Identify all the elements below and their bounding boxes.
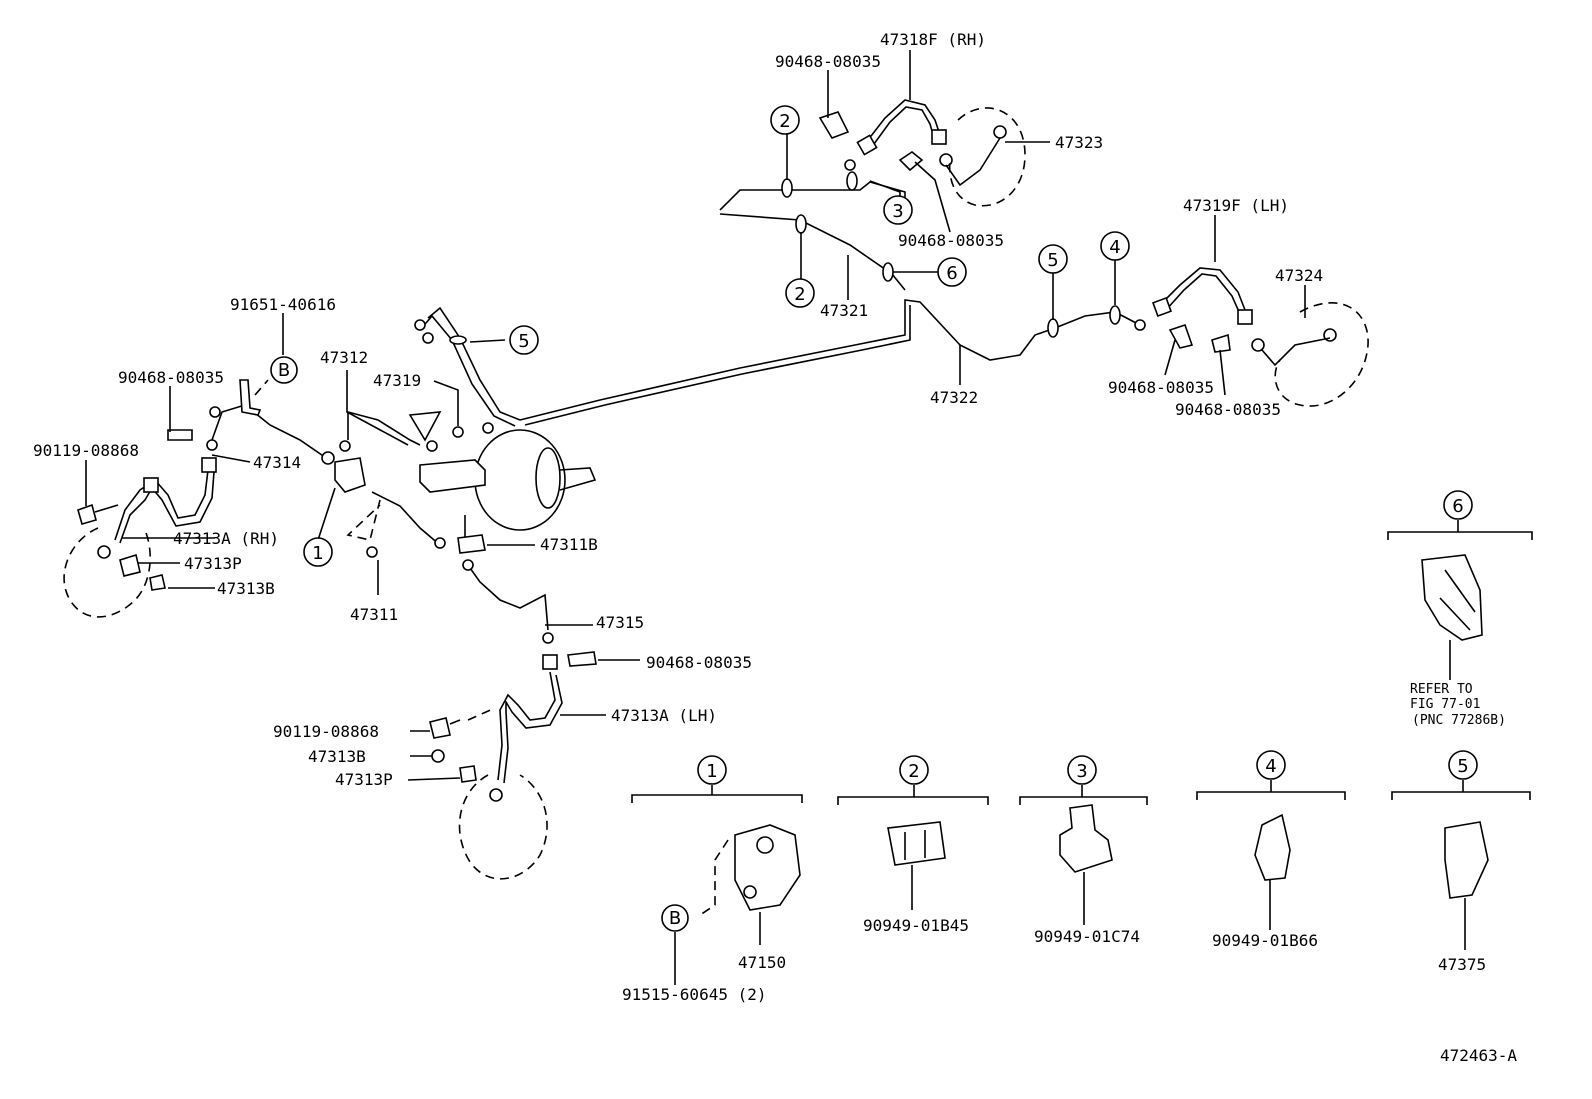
svg-text:1: 1 [312,543,323,564]
callout-markers: 2 3 2 6 5 4 5 1 B B 1 2 3 4 5 6 [270,105,1478,932]
rear-rh-hose-assembly [818,99,1026,207]
svg-text:B: B [278,360,290,381]
callout-1-left: 1 [303,537,333,567]
callout-5-line: 5 [1038,244,1068,274]
label-47313B-b: 47313B [308,747,366,766]
detail-5-clip [1391,780,1531,950]
label-90949-01C74: 90949-01C74 [1034,927,1140,946]
brake-booster-master-cylinder [366,319,597,571]
leader-lines [85,50,1306,781]
label-47321: 47321 [820,301,868,320]
callout-2-detail: 2 [899,755,929,785]
svg-text:3: 3 [892,201,903,222]
label-47319: 47319 [373,371,421,390]
callout-3-upper: 3 [883,195,913,225]
svg-text:5: 5 [1047,250,1058,271]
label-90468-a: 90468-08035 [775,52,881,71]
svg-text:2: 2 [794,284,805,305]
svg-text:5: 5 [1457,756,1468,777]
label-90468-c: 90468-08035 [1108,378,1214,397]
label-90468-b: 90468-08035 [898,231,1004,250]
detail-1-proportioning-valve [631,785,803,985]
label-47312: 47312 [320,348,368,367]
label-47313P-b: 47313P [335,770,393,789]
label-47313B-a: 47313B [217,579,275,598]
detail-4-clip [1196,780,1346,930]
label-47324: 47324 [1275,266,1323,285]
callout-1-detail: 1 [697,755,727,785]
detail-6-clip [1387,520,1533,680]
svg-text:B: B [669,908,681,929]
proportioning-valve [321,440,381,541]
label-47150: 47150 [738,953,786,972]
front-lh-hose-assembly [429,632,597,880]
callout-3-detail: 3 [1067,755,1097,785]
label-91515: 91515-60645 (2) [622,985,767,1004]
label-47313A-LH: 47313A (LH) [611,706,717,725]
refer-line-3: (PNC 77286B) [1412,713,1506,728]
svg-text:2: 2 [908,761,919,782]
label-47323: 47323 [1055,133,1103,152]
svg-text:1: 1 [706,761,717,782]
svg-text:3: 3 [1076,761,1087,782]
callout-5-detail: 5 [1448,750,1478,780]
label-47313P-a: 47313P [184,554,242,573]
front-rh-hose-assembly [63,379,269,618]
label-47375: 47375 [1438,955,1486,974]
detail-3-clip [1019,785,1148,925]
label-47315: 47315 [596,613,644,632]
callout-6-detail: 6 [1443,490,1473,520]
label-90949-01B66: 90949-01B66 [1212,931,1318,950]
svg-text:6: 6 [946,263,957,284]
label-90119-b: 90119-08868 [273,722,379,741]
rear-lh-hose-assembly [1134,267,1369,407]
svg-text:4: 4 [1265,756,1276,777]
svg-text:4: 4 [1109,237,1120,258]
label-90119-a: 90119-08868 [33,441,139,460]
callout-b-lower: B [661,904,689,932]
figure-id: 472463-A [1440,1046,1517,1065]
label-91651: 91651-40616 [230,295,336,314]
label-47322: 47322 [930,388,978,407]
label-90468-d: 90468-08035 [1175,400,1281,419]
label-90468-e: 90468-08035 [118,368,224,387]
label-47313A-RH: 47313A (RH) [173,529,279,548]
label-47311: 47311 [350,605,398,624]
label-47314: 47314 [253,453,301,472]
callout-2-lower: 2 [785,278,815,308]
label-90949-01B45: 90949-01B45 [863,916,969,935]
refer-line-2: FIG 77-01 [1410,697,1480,712]
label-47318F: 47318F (RH) [880,30,986,49]
callout-6-line: 6 [937,257,967,287]
svg-text:5: 5 [518,331,529,352]
callout-4-line: 4 [1100,231,1130,261]
label-90468-f: 90468-08035 [646,653,752,672]
label-47311B: 47311B [540,535,598,554]
label-47319F: 47319F (LH) [1183,196,1289,215]
part-labels: 47318F (RH) 90468-08035 47323 90468-0803… [33,30,1517,1065]
detail-2-clip [837,785,989,910]
svg-text:2: 2 [779,111,790,132]
callout-4-detail: 4 [1256,750,1286,780]
svg-text:6: 6 [1452,496,1463,517]
callout-2-upper: 2 [770,105,800,135]
callout-5-left: 5 [509,325,539,355]
callout-b-upper: B [270,356,298,384]
refer-line-1: REFER TO [1410,682,1473,697]
